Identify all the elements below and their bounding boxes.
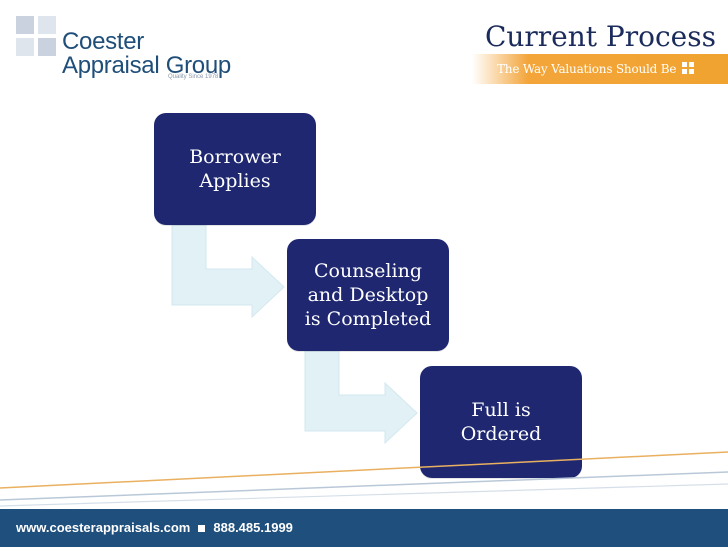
company-name-line1: Coester <box>62 28 144 55</box>
grid-squares-icon <box>16 16 56 56</box>
process-step-2: Counseling and Desktop is Completed <box>287 239 449 351</box>
company-name-line2: Appraisal Group <box>62 52 231 79</box>
slide-title: Current Process <box>484 20 716 53</box>
process-step-1: Borrower Applies <box>154 113 316 225</box>
company-since: Quality Since 1978 <box>168 74 219 80</box>
step-3-line1: Full is <box>471 399 531 421</box>
footer-bar <box>0 509 728 547</box>
step-2-line1: Counseling <box>313 260 422 282</box>
footer-phone: 888.485.1999 <box>213 520 293 535</box>
connector-arrow-1 <box>171 225 285 319</box>
step-1-line1: Borrower <box>189 146 281 168</box>
step-2-line3: is Completed <box>304 308 432 330</box>
company-logo: Coester Appraisal Group <box>62 30 231 78</box>
process-step-3: Full is Ordered <box>420 366 582 478</box>
square-bullet-icon <box>198 524 206 532</box>
step-3-line2: Ordered <box>460 423 542 445</box>
step-2-line2: and Desktop <box>307 284 429 306</box>
connector-arrow-2 <box>304 351 418 445</box>
step-1-line2: Applies <box>199 170 271 192</box>
footer-swoosh <box>0 451 728 507</box>
footer-website[interactable]: www.coesterappraisals.com <box>16 520 191 535</box>
tagline-text: The Way Valuations Should Be <box>497 62 677 76</box>
small-grid-icon <box>682 62 694 74</box>
footer-contact: www.coesterappraisals.com 888.485.1999 <box>16 520 293 535</box>
